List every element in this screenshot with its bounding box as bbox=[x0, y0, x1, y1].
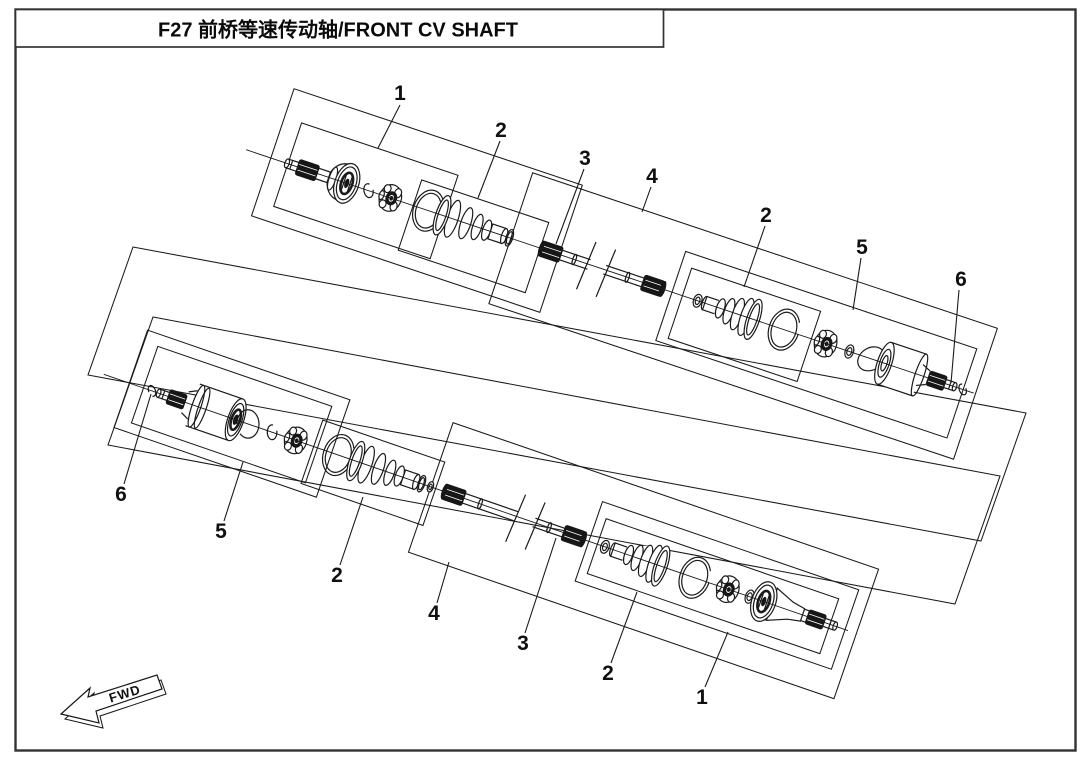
group-box-boot-kit-left-bottom bbox=[300, 419, 446, 527]
washer-bottom-left bbox=[266, 424, 278, 441]
callouts-top: 1 2 3 4 2 5 6 bbox=[377, 82, 967, 384]
callout-label: 3 bbox=[579, 147, 591, 170]
group-box-boot-kit-left-top bbox=[397, 179, 550, 294]
callout-label: 2 bbox=[760, 204, 772, 227]
callout-leader bbox=[704, 631, 729, 688]
group-box-inner-joint-top bbox=[655, 250, 978, 439]
assembly-bottom bbox=[103, 329, 880, 700]
drive-shaft-bottom bbox=[440, 483, 588, 550]
callout-leader bbox=[641, 186, 652, 213]
callout-label: 5 bbox=[856, 236, 868, 259]
callout-label: 6 bbox=[955, 268, 967, 291]
callout-label: 4 bbox=[646, 165, 658, 188]
circlip-bottom bbox=[147, 384, 157, 397]
callout-leader bbox=[610, 591, 638, 664]
callout-label: 1 bbox=[394, 82, 406, 105]
shaft-break-marks-top bbox=[575, 241, 617, 298]
group-box-inner-joint-inner-bottom bbox=[130, 345, 333, 484]
callout-label: 4 bbox=[428, 602, 440, 625]
drive-shaft-top bbox=[537, 240, 667, 298]
callout-label: 2 bbox=[495, 119, 507, 142]
callout-label: 2 bbox=[331, 564, 343, 587]
callout-leader bbox=[524, 537, 557, 634]
callouts-bottom: 6 5 2 4 3 2 1 bbox=[115, 393, 729, 709]
fwd-arrow-shadow bbox=[63, 679, 167, 729]
group-box-boot-kit-right-top bbox=[667, 267, 822, 383]
callout-label: 1 bbox=[696, 686, 708, 709]
group-box-outer-joint-inner-top bbox=[272, 122, 459, 260]
callout-leader bbox=[123, 393, 152, 485]
shaft-break-marks-bottom bbox=[505, 494, 546, 550]
assembly-top bbox=[246, 88, 999, 460]
callout-leader bbox=[852, 257, 862, 311]
callout-leader bbox=[223, 461, 244, 522]
callout-leader bbox=[339, 496, 364, 566]
title-box bbox=[14, 8, 665, 48]
callout-label: 3 bbox=[517, 632, 529, 655]
title-block: F27 前桥等速传动轴/FRONT CV SHAFT bbox=[14, 8, 665, 48]
fwd-arrow-body bbox=[59, 674, 163, 724]
centerline-bottom bbox=[103, 373, 849, 631]
callout-leader bbox=[950, 289, 960, 384]
snap-ring-large-bottom bbox=[236, 409, 260, 439]
callout-label: 6 bbox=[115, 483, 127, 506]
callout-leader bbox=[743, 225, 766, 288]
callout-leader bbox=[436, 561, 450, 604]
callout-leader bbox=[377, 104, 401, 149]
callout-label: 5 bbox=[215, 520, 227, 543]
group-box-inner-joint-bottom bbox=[113, 329, 351, 498]
group-box-outer-joint-inner-bottom bbox=[586, 518, 840, 655]
cv-boot-top-left bbox=[432, 195, 515, 247]
callout-label: 2 bbox=[602, 662, 614, 685]
page-title: F27 前桥等速传动轴/FRONT CV SHAFT bbox=[158, 18, 518, 42]
assembly-group-panel-top bbox=[87, 246, 1027, 542]
centerline-top bbox=[246, 149, 974, 394]
callout-leader bbox=[477, 140, 501, 199]
fwd-arrow: FWD bbox=[59, 674, 167, 729]
callout-leader bbox=[555, 168, 585, 245]
